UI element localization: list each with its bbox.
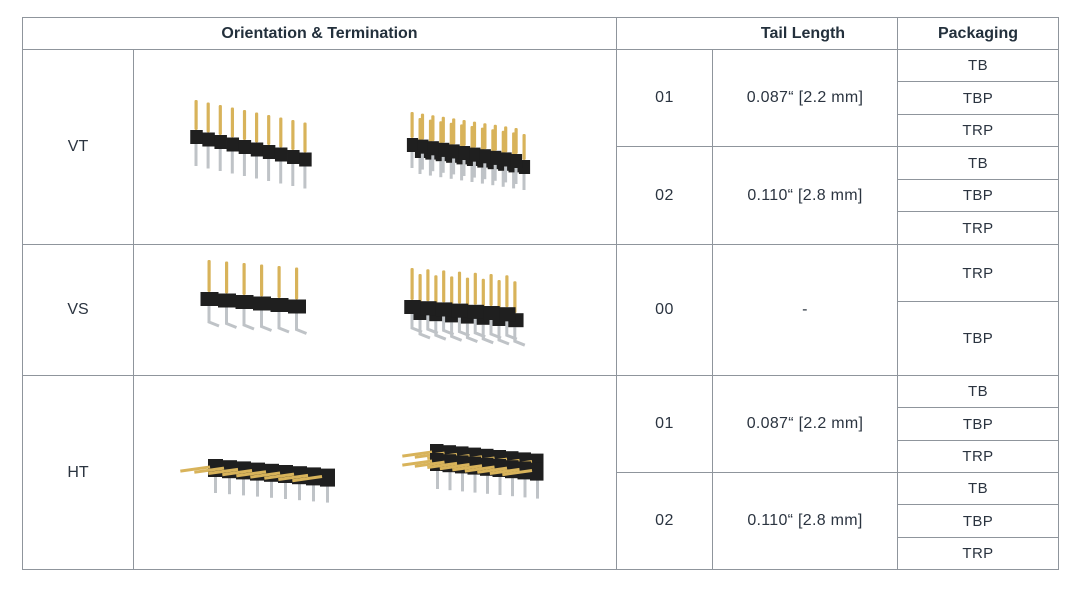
- tail-length-cell: 0.087“ [2.2 mm]: [712, 375, 898, 473]
- tail-code-cell: 02: [616, 146, 713, 245]
- packaging-cell: TRP: [897, 244, 1059, 302]
- packaging-cell: TB: [897, 146, 1059, 180]
- orientation-vt-image-cell: [133, 49, 617, 245]
- orientation-vs-image-cell: [133, 244, 617, 376]
- packaging-cell: TBP: [897, 301, 1059, 376]
- orientation-vs-label: VS: [22, 244, 134, 376]
- header-tail-length: Tail Length: [616, 17, 898, 50]
- packaging-cell: TB: [897, 375, 1059, 408]
- header-packaging: Packaging: [897, 17, 1059, 50]
- packaging-cell: TBP: [897, 179, 1059, 212]
- packaging-cell: TBP: [897, 81, 1059, 115]
- orientation-vt-label: VT: [22, 49, 134, 245]
- packaging-cell: TBP: [897, 504, 1059, 538]
- packaging-cell: TB: [897, 49, 1059, 82]
- tail-code-cell: 02: [616, 472, 713, 570]
- orientation-ht-label: HT: [22, 375, 134, 570]
- vt-single-row-header-image: [190, 100, 312, 189]
- packaging-cell: TRP: [897, 114, 1059, 147]
- packaging-cell: TB: [897, 472, 1059, 505]
- packaging-cell: TBP: [897, 407, 1059, 441]
- header-orientation-termination: Orientation & Termination: [22, 17, 617, 50]
- tail-code-cell: 01: [616, 49, 713, 147]
- packaging-cell: TRP: [897, 440, 1059, 473]
- packaging-cell: TRP: [897, 537, 1059, 570]
- ht-dual-row-header-image: [402, 444, 544, 499]
- vt-dual-row-header-image: [406, 112, 531, 190]
- tail-length-cell: 0.110“ [2.8 mm]: [712, 472, 898, 570]
- tail-length-cell: 0.110“ [2.8 mm]: [712, 146, 898, 245]
- ht-single-row-header-image: [180, 459, 335, 503]
- vs-single-row-header-image: [200, 260, 308, 335]
- tail-length-cell: 0.087“ [2.2 mm]: [712, 49, 898, 147]
- tail-code-cell: 01: [616, 375, 713, 473]
- tail-length-cell: -: [712, 244, 898, 376]
- packaging-cell: TRP: [897, 211, 1059, 245]
- vs-dual-row-header-image: [404, 268, 526, 347]
- tail-code-cell: 00: [616, 244, 713, 376]
